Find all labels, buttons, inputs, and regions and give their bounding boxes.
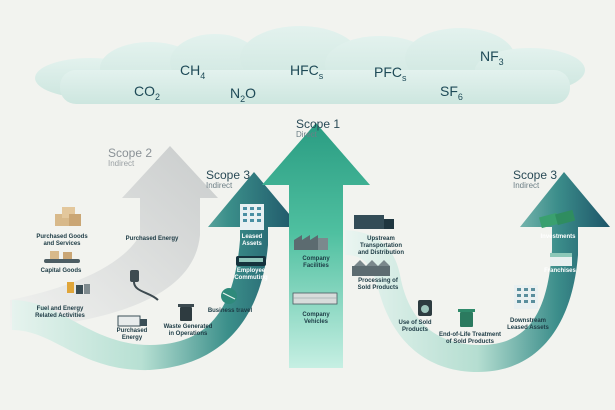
label-franchises: Franchises (544, 268, 576, 274)
delivery-truck-icon (354, 215, 394, 229)
label-purchased-energy-top: Purchased Energy (125, 236, 179, 242)
gas-cloud (35, 26, 585, 104)
label-investments: Investments (540, 234, 576, 240)
label-business-travel: Business travel (207, 308, 253, 314)
gas-ch4: CH4 (180, 62, 206, 81)
office-building-icon (240, 204, 264, 230)
globe-plane-icon (221, 288, 237, 304)
label-capital-goods: Capital Goods (40, 268, 82, 274)
gas-sf6: SF6 (440, 83, 463, 102)
factory-icon (294, 235, 328, 250)
gas-co2: CO2 (134, 83, 161, 102)
gas-n2o: N2O (230, 85, 257, 104)
recycling-bin-icon (458, 309, 475, 327)
bus-icon (236, 256, 266, 266)
scope2-arrow (10, 146, 218, 330)
plug-icon (130, 270, 159, 301)
storefronts-icon (550, 253, 572, 266)
gas-nf3: NF3 (480, 48, 504, 67)
truck-icon (117, 315, 147, 327)
gas-pfcs: PFCs (374, 64, 407, 83)
washing-machine-icon (418, 300, 432, 316)
scope3-left-arrow (12, 172, 300, 371)
oil-barrel-icon (67, 282, 90, 294)
processing-plant-icon (352, 260, 390, 276)
trash-bin-icon (178, 304, 194, 321)
money-growth-icon (539, 209, 576, 229)
gas-hfcs: HFCs (290, 62, 324, 81)
conveyor-icon (44, 251, 80, 263)
apartment-building-icon (514, 285, 538, 309)
boxes-icon (55, 207, 81, 226)
freight-train-icon (292, 292, 338, 305)
